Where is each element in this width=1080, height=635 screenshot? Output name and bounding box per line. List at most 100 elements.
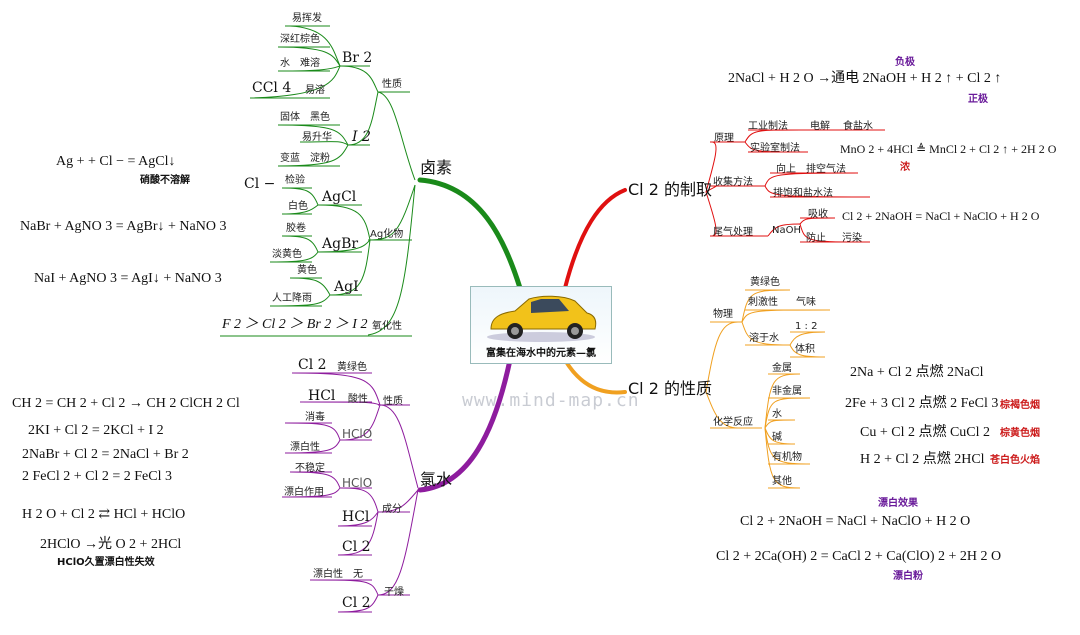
eq-nabr: 2NaBr + Cl 2 = 2NaCl + Br 2 (22, 447, 189, 462)
br2-water[interactable]: 水 难溶 (280, 58, 320, 69)
branch-halogen[interactable]: 卤素 (420, 158, 453, 177)
prep-tail-gas[interactable]: 尾气处理 (713, 227, 753, 238)
central-topic-title: 富集在海水中的元素—氯 (486, 348, 596, 359)
comp-hclo[interactable]: HClO (342, 476, 373, 490)
note-h2-flame: 苍白色火焰 (990, 455, 1040, 466)
oxidation-order: F 2 ＞ Cl 2 ＞ Br 2 ＞ I 2 (222, 317, 368, 332)
agi-rain[interactable]: 人工降雨 (272, 293, 312, 304)
br2-soluble[interactable]: 易溶 (305, 85, 325, 96)
eq-naoh: Cl 2 + 2NaOH = NaCl + NaClO + H 2 O (740, 514, 971, 529)
water-hclo[interactable]: HClO (342, 427, 373, 441)
tail-pollution[interactable]: 污染 (842, 233, 862, 244)
i2-starch[interactable]: 变蓝 淀粉 (280, 153, 330, 164)
eq-na: 2Na + Cl 2 点燃 2NaCl (850, 365, 984, 380)
br2-color[interactable]: 深红棕色 (280, 34, 320, 45)
chem-water[interactable]: 水 (772, 409, 782, 420)
watermark: www.mind-map.cn (462, 390, 640, 411)
eq-silver-bromide: NaBr + AgNO 3 = AgBr↓ + NaNO 3 (20, 219, 227, 234)
tail-absorb[interactable]: 吸收 (808, 209, 828, 220)
comp-cl2[interactable]: Cl 2 (342, 539, 371, 555)
dry-bleach-none[interactable]: 漂白性 无 (313, 569, 363, 580)
eq-fe: 2Fe + 3 Cl 2 点燃 2 FeCl 3 (845, 396, 999, 411)
branch-preparation[interactable]: Cl 2 的制取 (628, 180, 712, 199)
agbr-color[interactable]: 淡黄色 (272, 249, 302, 260)
comp-hcl[interactable]: HCl (342, 509, 370, 525)
halogen-silver-compounds[interactable]: Ag化物 (370, 229, 404, 240)
water-cl2[interactable]: Cl 2 (298, 357, 327, 373)
ccl4-node[interactable]: CCl 4 (252, 80, 292, 96)
chem-organic[interactable]: 有机物 (772, 452, 802, 463)
central-topic[interactable]: 富集在海水中的元素—氯 (470, 286, 612, 364)
water-disinfect[interactable]: 消毒 (305, 412, 325, 423)
tail-naoh[interactable]: NaOH (772, 225, 801, 236)
water-bleach[interactable]: 漂白性 (290, 442, 320, 453)
label-concentrated: 浓 (900, 162, 910, 173)
collect-saturated[interactable]: 排饱和盐水法 (773, 188, 833, 199)
br2-volatile[interactable]: 易挥发 (292, 13, 322, 24)
chem-metal[interactable]: 金属 (772, 363, 792, 374)
branch-chlorine-water[interactable]: 氯水 (420, 470, 453, 489)
i2-sublime[interactable]: 易升华 (302, 132, 332, 143)
water-dry[interactable]: 干燥 (384, 587, 404, 598)
collect-air[interactable]: 排空气法 (806, 164, 846, 175)
eq-lab-prep: MnO 2 + 4HCl ≜ MnCl 2 + Cl 2 ↑ + 2H 2 O (840, 142, 1057, 156)
eq-hclo-decomp: 2HClO →光 O 2 + 2HCl (40, 537, 182, 552)
eq-hydrolysis: H 2 O + Cl 2 ⇄ HCl + HClO (22, 507, 186, 522)
halogen-oxidation[interactable]: 氧化性 (372, 321, 402, 332)
note-fe-smoke: 棕褐色烟 (1000, 400, 1040, 411)
eq-calcium: Cl 2 + 2Ca(OH) 2 = CaCl 2 + Ca(ClO) 2 + … (716, 549, 1002, 564)
water-acidic[interactable]: 酸性 (348, 394, 368, 405)
tail-prevent[interactable]: 防止 (806, 233, 826, 244)
prop-physical[interactable]: 物理 (713, 309, 733, 320)
phys-irritating[interactable]: 刺激性 (748, 297, 778, 308)
halogen-properties[interactable]: 性质 (382, 79, 402, 90)
prep-brine[interactable]: 食盐水 (843, 121, 873, 132)
prop-chemical[interactable]: 化学反应 (713, 417, 753, 428)
water-cl2-color[interactable]: 黄绿色 (337, 362, 367, 373)
prep-principle[interactable]: 原理 (714, 133, 734, 144)
prep-industry[interactable]: 工业制法 (748, 121, 788, 132)
agcl-white[interactable]: 白色 (288, 201, 308, 212)
prep-collect[interactable]: 收集方法 (713, 177, 753, 188)
eq-ethylene: CH 2 = CH 2 + Cl 2 → CH 2 ClCH 2 Cl (12, 396, 240, 411)
i2-solid[interactable]: 固体 黑色 (280, 112, 330, 123)
water-properties[interactable]: 性质 (383, 396, 403, 407)
prep-electrolysis[interactable]: 电解 (810, 121, 830, 132)
label-bleach-effect: 漂白效果 (878, 498, 918, 509)
eq-silver-iodide: NaI + AgNO 3 = AgI↓ + NaNO 3 (34, 271, 222, 286)
phys-solubility[interactable]: 溶于水 (749, 333, 779, 344)
chem-nonmetal[interactable]: 非金属 (772, 386, 802, 397)
agbr-node[interactable]: AgBr (322, 236, 359, 252)
agcl-node[interactable]: AgCl (322, 189, 357, 205)
water-components[interactable]: 成分 (382, 504, 402, 515)
prep-lab[interactable]: 实验室制法 (750, 143, 800, 154)
label-anode: 正极 (968, 94, 988, 105)
phys-ratio[interactable]: 1 : 2 (795, 321, 818, 332)
phys-color[interactable]: 黄绿色 (750, 277, 780, 288)
car-image (487, 295, 597, 342)
phys-odor[interactable]: 气味 (796, 297, 816, 308)
comp-unstable[interactable]: 不稳定 (295, 463, 325, 474)
agi-node[interactable]: AgI (334, 279, 359, 295)
chloride-ion[interactable]: Cl − (244, 176, 276, 192)
comp-bleaching[interactable]: 漂白作用 (284, 487, 324, 498)
eq-cu: Cu + Cl 2 点燃 CuCl 2 (860, 425, 991, 440)
branch-properties[interactable]: Cl 2 的性质 (628, 379, 712, 398)
agi-yellow[interactable]: 黄色 (297, 265, 317, 276)
note-hclo-aging: HClO久置漂白性失效 (57, 557, 155, 568)
dry-cl2[interactable]: Cl 2 (342, 595, 371, 611)
eq-electrolysis: 2NaCl + H 2 O →通电 2NaOH + H 2 ↑ + Cl 2 ↑ (728, 71, 1002, 86)
agbr-film[interactable]: 胶卷 (286, 223, 306, 234)
water-hcl[interactable]: HCl (308, 388, 336, 404)
chem-base[interactable]: 碱 (772, 432, 782, 443)
note-nitric-acid: 硝酸不溶解 (140, 175, 190, 186)
br2-node[interactable]: Br 2 (342, 50, 373, 66)
chem-other[interactable]: 其他 (772, 476, 792, 487)
agcl-test[interactable]: 检验 (285, 175, 305, 186)
i2-node[interactable]: I 2 (352, 129, 371, 145)
eq-h2: H 2 + Cl 2 点燃 2HCl (860, 452, 985, 467)
phys-volume[interactable]: 体积 (795, 344, 815, 355)
collect-upward[interactable]: 向上 (776, 164, 796, 175)
